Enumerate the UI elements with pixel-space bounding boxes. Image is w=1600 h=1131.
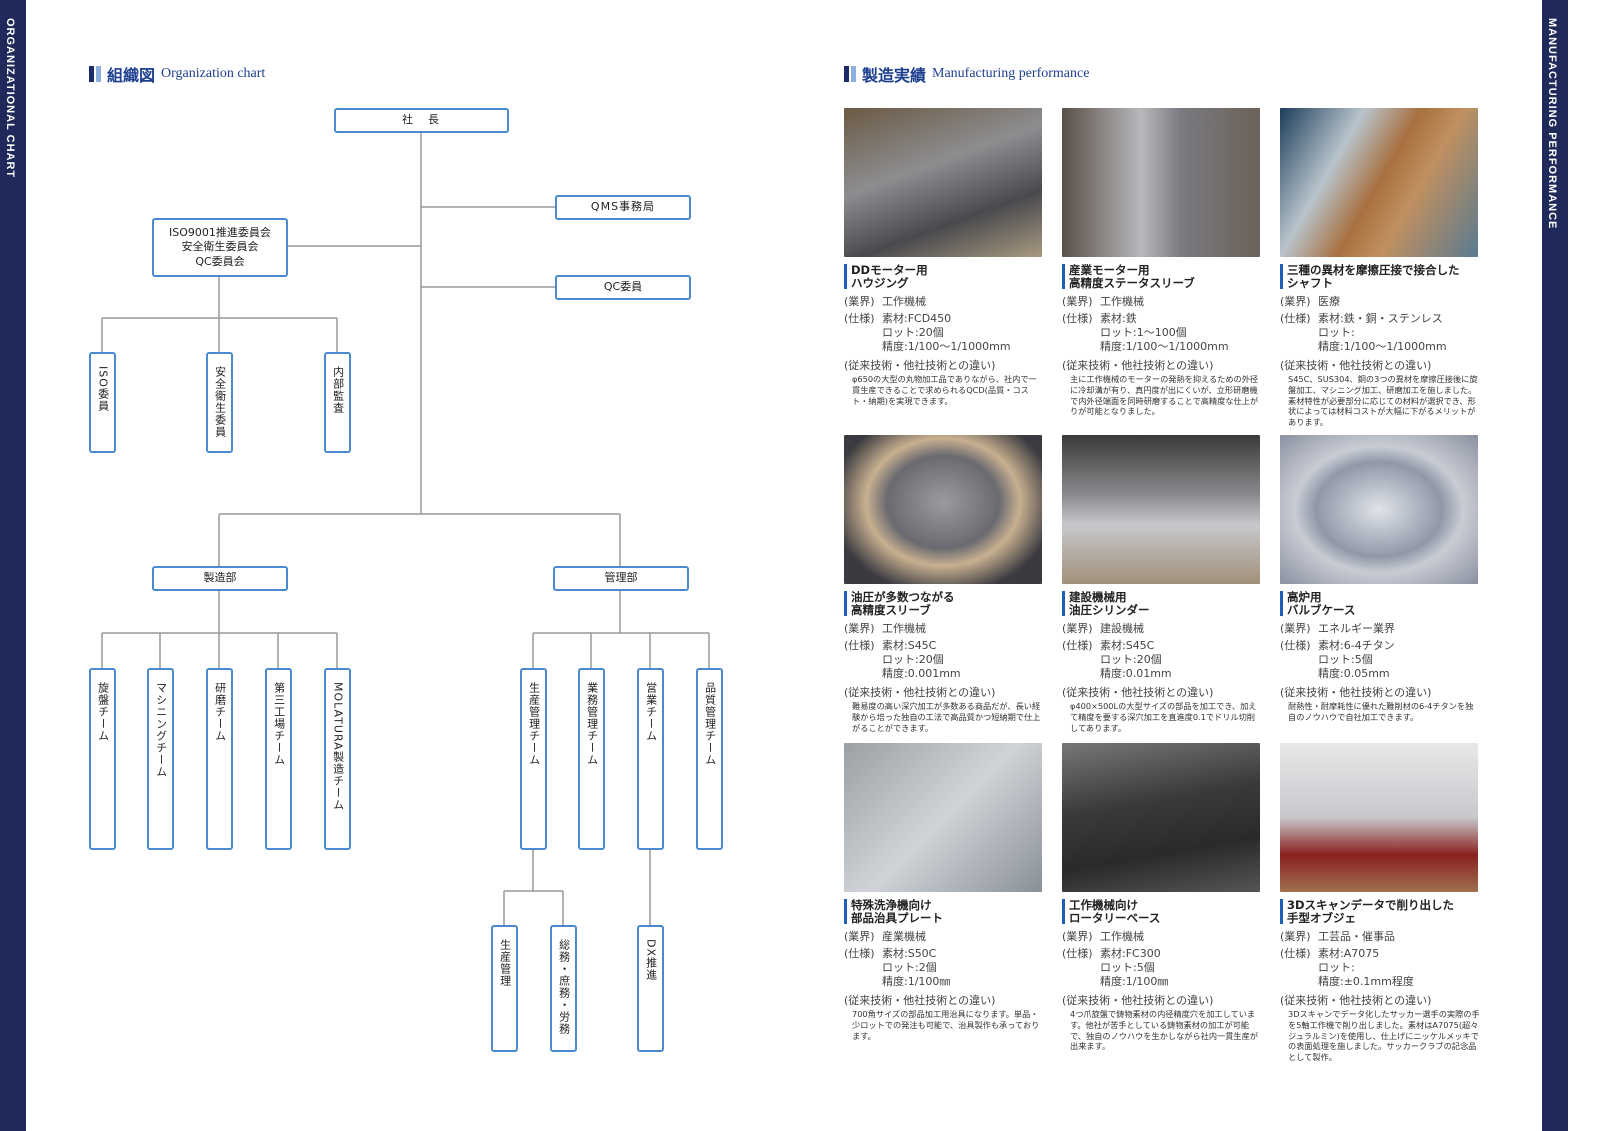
- product-photo: [844, 743, 1042, 892]
- perf-title-jp: 製造実績: [862, 66, 927, 85]
- product-photo: [1062, 435, 1260, 584]
- industry-row: (業界)工芸品・催事品: [1280, 930, 1395, 944]
- product-title: 産業モーター用高精度ステータスリーブ: [1062, 264, 1262, 290]
- perf-title-en: Manufacturing performance: [932, 66, 1090, 81]
- product-title: 工作機械向けロータリーベース: [1062, 899, 1262, 925]
- org-team: 生産管理チーム: [520, 668, 547, 850]
- org-team: 業務管理チーム: [578, 668, 605, 850]
- org-title-en: Organization chart: [161, 66, 266, 81]
- spec-row: (仕様)素材:鉄ロット:1〜100個精度:1/100〜1/1000mm: [1062, 312, 1229, 353]
- diff-text: 4つ爪旋盤で鋳物素材の内径精度穴を加工しています。他社が苦手としている鋳物素材の…: [1070, 1009, 1258, 1052]
- diff-heading: (従来技術・他社技術との違い): [1062, 994, 1214, 1008]
- diff-heading: (従来技術・他社技術との違い): [1280, 359, 1432, 373]
- diff-heading: (従来技術・他社技術との違い): [1062, 686, 1214, 700]
- spec-row: (仕様)素材:6-4チタンロット:5個精度:0.05mm: [1280, 639, 1395, 680]
- org-manufacturing-dept: 製造部: [152, 566, 288, 591]
- diff-heading: (従来技術・他社技術との違い): [844, 359, 996, 373]
- org-subteam: 総務・庶務・労務: [550, 925, 577, 1052]
- diff-text: 700角サイズの部品加工用治具になります。単品・少ロットでの発注も可能で、治具製…: [852, 1009, 1040, 1041]
- diff-text: 耐熱性・耐摩耗性に優れた難削材の6-4チタンを独自のノウハウで自社加工できます。: [1288, 701, 1474, 722]
- org-team: 営業チーム: [637, 668, 664, 850]
- product-photo: [844, 108, 1042, 257]
- industry-row: (業界)産業機械: [844, 930, 926, 944]
- product-photo: [1280, 435, 1478, 584]
- org-team: MOLATURA製造チーム: [324, 668, 351, 850]
- org-internal-audit: 内部監査: [324, 352, 351, 453]
- right-tab-label: MANUFACTURING PERFORMANCE: [1546, 18, 1558, 230]
- org-qms-office: QMS事務局: [555, 195, 691, 220]
- org-subteam: DX推進: [637, 925, 664, 1052]
- product-card: 三種の異材を摩擦圧接で接合したシャフト (業界)医療 (仕様)素材:鉄・銅・ステ…: [1280, 108, 1480, 428]
- product-photo: [1280, 743, 1478, 892]
- product-title: 高炉用バルブケース: [1280, 591, 1480, 617]
- product-card: 高炉用バルブケース (業界)エネルギー業界 (仕様)素材:6-4チタンロット:5…: [1280, 435, 1480, 723]
- product-title: 特殊洗浄機向け部品治具プレート: [844, 899, 1044, 925]
- diff-text: 主に工作機械のモーターの発熱を抑えるための外径に冷却溝が有り、真円度が出にくいが…: [1070, 374, 1259, 417]
- spec-row: (仕様)素材:鉄・銅・ステンレスロット:精度:1/100〜1/1000mm: [1280, 312, 1447, 353]
- product-title: 油圧が多数つながる高精度スリーブ: [844, 591, 1044, 617]
- org-management-dept: 管理部: [553, 566, 689, 591]
- org-subteam: 生産管理: [491, 925, 518, 1052]
- industry-row: (業界)工作機械: [844, 622, 926, 636]
- diff-heading: (従来技術・他社技術との違い): [844, 994, 996, 1008]
- org-team: 品質管理チーム: [696, 668, 723, 850]
- product-title: DDモーター用ハウジング: [844, 264, 1044, 290]
- org-team: マシニングチーム: [147, 668, 174, 850]
- org-safety-member: 安全衛生委員: [206, 352, 233, 453]
- product-card: 3Dスキャンデータで削り出した手型オブジェ (業界)工芸品・催事品 (仕様)素材…: [1280, 743, 1480, 1063]
- product-title: 三種の異材を摩擦圧接で接合したシャフト: [1280, 264, 1480, 290]
- product-photo: [1062, 108, 1260, 257]
- diff-text: 3Dスキャンでデータ化したサッカー選手の実際の手を5軸工作機で削り出しました。素…: [1288, 1009, 1480, 1062]
- org-team: 旋盤チーム: [89, 668, 116, 850]
- org-chart-connectors: [101, 133, 710, 925]
- product-photo: [1280, 108, 1478, 257]
- diff-text: 難易度の高い深穴加工が多数ある商品だが、長い経験から培った独自の工法で高品質かつ…: [852, 701, 1041, 733]
- title-bars-icon: [89, 66, 101, 82]
- diff-text: φ400×500Lの大型サイズの部品を加工でき、加えて精度を要する深穴加工を直進…: [1070, 701, 1257, 733]
- product-photo: [1062, 743, 1260, 892]
- industry-row: (業界)工作機械: [844, 295, 926, 309]
- product-title: 建設機械用油圧シリンダー: [1062, 591, 1262, 617]
- diff-text: S45C、SUS304、銅の3つの異材を摩擦圧接後に旋盤加工、マシニング加工、研…: [1288, 374, 1478, 427]
- perf-section-title: 製造実績 Manufacturing performance: [844, 62, 1089, 86]
- org-qc-member: QC委員: [555, 275, 691, 300]
- org-team: 第三工場チーム: [265, 668, 292, 850]
- product-photo: [844, 435, 1042, 584]
- diff-text: φ650の大型の丸物加工品でありながら、社内で一貫生産できることで求められるQC…: [852, 374, 1037, 406]
- industry-row: (業界)工作機械: [1062, 930, 1144, 944]
- industry-row: (業界)医療: [1280, 295, 1340, 309]
- left-tab-label: ORGANIZATIONAL CHART: [4, 18, 16, 179]
- industry-row: (業界)エネルギー業界: [1280, 622, 1395, 636]
- right-side-tab: MANUFACTURING PERFORMANCE: [1542, 0, 1568, 1131]
- product-title: 3Dスキャンデータで削り出した手型オブジェ: [1280, 899, 1480, 925]
- org-section-title: 組織図 Organization chart: [89, 62, 265, 86]
- diff-heading: (従来技術・他社技術との違い): [1280, 994, 1432, 1008]
- industry-row: (業界)建設機械: [1062, 622, 1144, 636]
- org-iso-member: ISO委員: [89, 352, 116, 453]
- diff-heading: (従来技術・他社技術との違い): [1280, 686, 1432, 700]
- org-team: 研磨チーム: [206, 668, 233, 850]
- org-president: 社 長: [334, 108, 509, 133]
- diff-heading: (従来技術・他社技術との違い): [844, 686, 996, 700]
- industry-row: (業界)工作機械: [1062, 295, 1144, 309]
- org-title-jp: 組織図: [107, 66, 156, 85]
- diff-heading: (従来技術・他社技術との違い): [1062, 359, 1214, 373]
- product-card: 産業モーター用高精度ステータスリーブ (業界)工作機械 (仕様)素材:鉄ロット:…: [1062, 108, 1262, 417]
- left-side-tab: ORGANIZATIONAL CHART: [0, 0, 26, 1131]
- title-bars-icon: [844, 66, 856, 82]
